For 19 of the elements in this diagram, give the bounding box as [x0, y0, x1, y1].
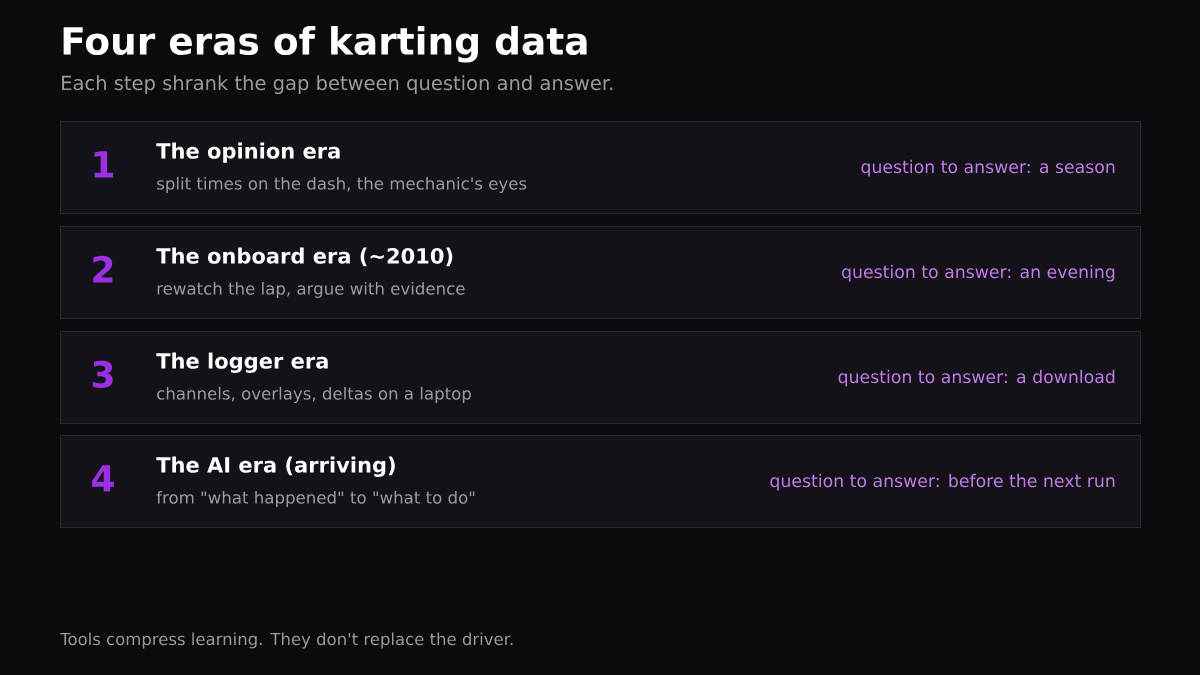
- answer-time: question to answer: a download: [838, 369, 1115, 387]
- step-number: 3: [92, 360, 113, 388]
- era-heading: The logger era: [156, 352, 328, 374]
- era-description: channels, overlays, deltas on a laptop: [157, 386, 471, 403]
- step-number: 2: [93, 255, 113, 283]
- era-description: from "what happened" to "what to do": [156, 490, 475, 507]
- answer-time: question to answer: an evening: [842, 264, 1115, 282]
- answer-time: question to answer: before the next run: [770, 473, 1115, 491]
- era-heading: The opinion era: [156, 142, 340, 163]
- title: Four eras of karting data: [63, 26, 587, 63]
- answer-time: question to answer: a season: [861, 159, 1115, 177]
- step-number: 4: [92, 465, 114, 492]
- footer-note: Tools compress learning. They don't replace the driver.: [60, 632, 513, 649]
- era-heading: The AI era (arriving): [156, 456, 395, 478]
- subtitle: Each step shrank the gap between question and answer.: [62, 75, 613, 95]
- era-description: rewatch the lap, argue with evidence: [157, 281, 465, 298]
- era-description: split times on the dash, the mechanic's eyes: [157, 176, 527, 193]
- era-heading: The onboard era (~2010): [156, 247, 453, 267]
- step-number: 1: [94, 151, 114, 178]
